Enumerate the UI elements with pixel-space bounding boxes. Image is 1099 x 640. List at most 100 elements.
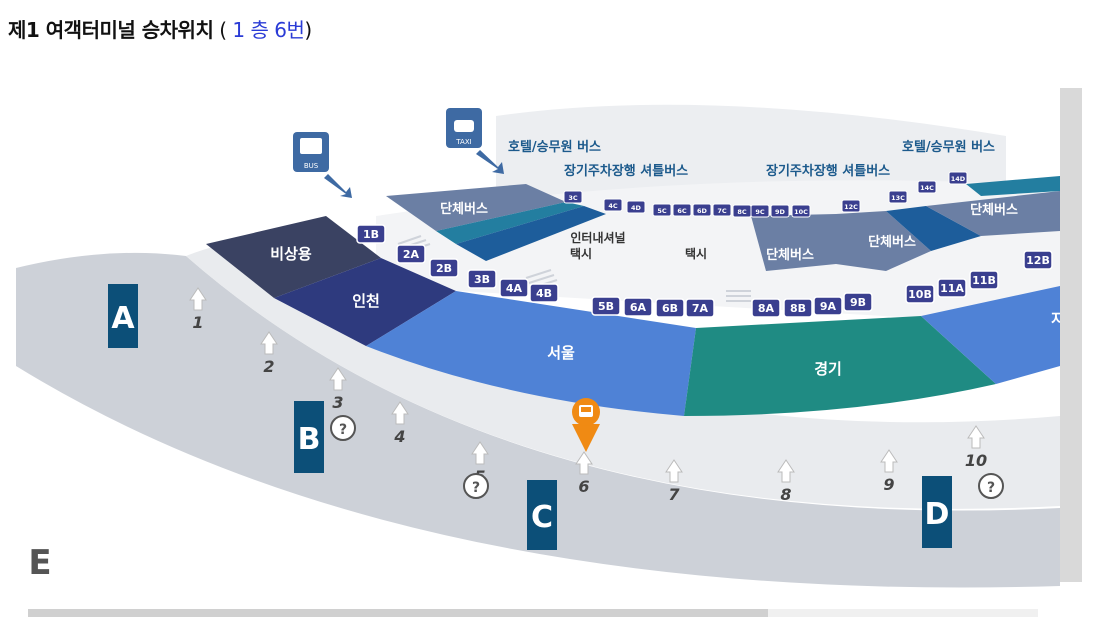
stop-label-2a: 2A: [403, 248, 420, 261]
stop-badge-10b: 10B: [905, 284, 935, 304]
stop-badge-12c: 12C: [841, 199, 861, 213]
stop-badge-9b: 9B: [843, 292, 873, 312]
group-bus-right1-label: 단체버스: [868, 234, 916, 250]
stop-badge-3c: 3C: [563, 190, 583, 204]
stop-label-4b: 4B: [536, 287, 552, 300]
stop-badge-3b: 3B: [467, 269, 497, 289]
bus-icon: BUS: [293, 132, 329, 172]
stop-label-8b: 8B: [790, 302, 806, 315]
stop-label-14c: 14C: [920, 184, 934, 192]
seoul-zone: [366, 291, 696, 416]
door-3: 3: [329, 367, 347, 412]
svg-text:?: ?: [987, 480, 995, 496]
info-icon-b[interactable]: ?: [330, 415, 356, 441]
group-bus-mid-label: 단체버스: [766, 247, 814, 263]
curb-area: [186, 241, 1060, 509]
gate-a: A: [108, 284, 138, 348]
door-number-1: 1: [192, 313, 203, 332]
floor-location: 1 층 6번: [232, 18, 305, 42]
stop-badge-11b: 11B: [969, 270, 999, 290]
stop-badge-9c: 9C: [750, 204, 770, 218]
door-number-3: 3: [332, 393, 343, 412]
region-label-partial: 지: [1051, 310, 1060, 328]
door-number-10: 10: [965, 451, 987, 470]
bus-arrow: [324, 174, 352, 198]
stop-badge-2a: 2A: [396, 244, 426, 264]
stop-badge-13c: 13C: [888, 190, 908, 204]
door-2: 2: [260, 331, 278, 376]
stop-badge-11a: 11A: [937, 278, 967, 298]
door-8: 8: [777, 459, 795, 504]
taxi-icon: TAXI: [446, 108, 482, 148]
stop-badge-8c: 8C: [732, 204, 752, 218]
terminal-map-svg: 비상용 인천 서울 경기 지 단체버스 단체버스 단체버스 단체버스 인터내셔널…: [16, 104, 1060, 588]
parking-shuttle-label-right: 장기주차장행 셔틀버스: [766, 163, 890, 179]
stop-label-4a: 4A: [506, 282, 523, 295]
bus-icon-text: BUS: [304, 162, 319, 170]
stop-label-13c: 13C: [891, 194, 905, 202]
outer-walkway: [16, 252, 1060, 588]
incheon-zone: [274, 258, 456, 346]
vertical-scrollbar[interactable]: [1060, 88, 1082, 582]
stop-label-9d: 9D: [775, 208, 786, 216]
stop-label-3c: 3C: [568, 194, 578, 202]
gate-label-a: A: [111, 301, 135, 336]
horizontal-scrollbar-thumb[interactable]: [28, 609, 768, 617]
stop-label-3b: 3B: [474, 273, 490, 286]
stop-badge-1b: 1B: [356, 224, 386, 244]
location-pin-icon: [572, 398, 600, 452]
info-icon-5[interactable]: ?: [463, 473, 489, 499]
stop-badge-7c: 7C: [712, 203, 732, 217]
taxi-label: 택시: [685, 246, 707, 261]
stop-badge-5c: 5C: [652, 203, 672, 217]
group-bus-mid-zone: [751, 214, 836, 271]
region-zone-partial: [921, 286, 1060, 384]
stop-label-2b: 2B: [436, 262, 452, 275]
stop-label-5c: 5C: [657, 207, 667, 215]
stop-badge-6a: 6A: [623, 297, 653, 317]
stop-label-11a: 11A: [940, 282, 964, 295]
stop-label-9a: 9A: [820, 300, 837, 313]
stop-label-9b: 9B: [850, 296, 866, 309]
stop-label-10b: 10B: [908, 288, 932, 301]
gate-label-b: B: [298, 422, 321, 457]
stop-badge-4c: 4C: [603, 198, 623, 212]
parking-shuttle-label-left: 장기주차장행 셔틀버스: [564, 163, 688, 179]
svg-text:?: ?: [339, 422, 347, 438]
stop-badge-6d: 6D: [692, 203, 712, 217]
stop-label-4d: 4D: [631, 204, 642, 212]
teal-band-right: [966, 176, 1060, 196]
blue-band-left: [456, 206, 606, 261]
stop-badge-10c: 10C: [791, 204, 811, 218]
taxi-icon-text: TAXI: [455, 138, 471, 146]
gyeonggi-label: 경기: [814, 360, 842, 378]
group-bus-right2-zone: [926, 191, 1060, 236]
stop-label-6a: 6A: [630, 301, 647, 314]
terminal-map: 비상용 인천 서울 경기 지 단체버스 단체버스 단체버스 단체버스 인터내셔널…: [6, 66, 1060, 610]
stop-label-1b: 1B: [363, 228, 379, 241]
door-9: 9: [880, 449, 898, 494]
stop-badge-6c: 6C: [672, 203, 692, 217]
title-paren-open: (: [213, 18, 233, 42]
emergency-label: 비상용: [270, 245, 312, 263]
blue-band-right: [886, 206, 981, 251]
gate-label-d: D: [925, 497, 950, 532]
stop-badge-9a: 9A: [813, 296, 843, 316]
door-7: 7: [665, 459, 683, 504]
group-bus-left-label: 단체버스: [440, 201, 488, 217]
stop-label-8a: 8A: [758, 302, 775, 315]
stop-badge-8b: 8B: [783, 298, 813, 318]
stop-label-8c: 8C: [737, 208, 747, 216]
gyeonggi-zone: [684, 316, 996, 416]
gate-b: B: [294, 401, 324, 473]
door-10: 10: [965, 425, 987, 470]
stop-badge-14d: 14D: [948, 171, 968, 185]
page-title: 제1 여객터미널 승차위치 ( 1 층 6번): [8, 14, 312, 43]
info-icon-10[interactable]: ?: [978, 473, 1004, 499]
door-number-7: 7: [668, 485, 680, 504]
stop-badge-4b: 4B: [529, 283, 559, 303]
taxi-arrow: [476, 150, 504, 174]
stop-label-7c: 7C: [717, 207, 727, 215]
stop-badge-9d: 9D: [770, 204, 790, 218]
